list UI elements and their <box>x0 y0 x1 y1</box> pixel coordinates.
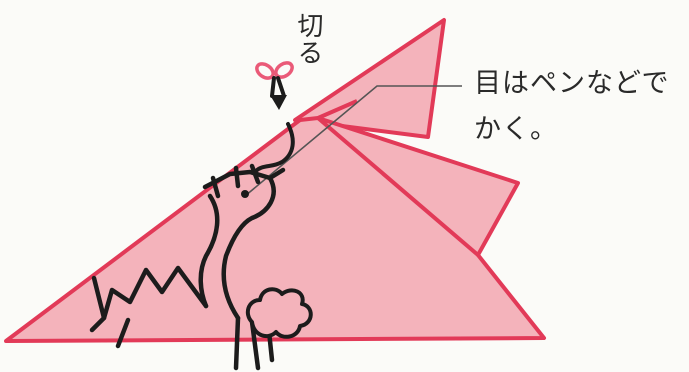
cut-label: 切る <box>293 12 323 66</box>
creature-tail-cloud <box>245 287 313 339</box>
cut-line <box>253 122 295 174</box>
paper-upper-flap <box>293 18 446 139</box>
eye-pointer-line <box>244 85 462 197</box>
scissors-icon <box>255 61 294 110</box>
creature-outline <box>89 163 286 371</box>
fold-crease-upper <box>317 99 358 120</box>
eye-note-line1: 目はペンなどで <box>474 68 670 99</box>
fold-crease-diagonal <box>316 116 480 257</box>
eye-note-line2: かく。 <box>474 114 558 145</box>
creature-eye <box>241 190 249 198</box>
